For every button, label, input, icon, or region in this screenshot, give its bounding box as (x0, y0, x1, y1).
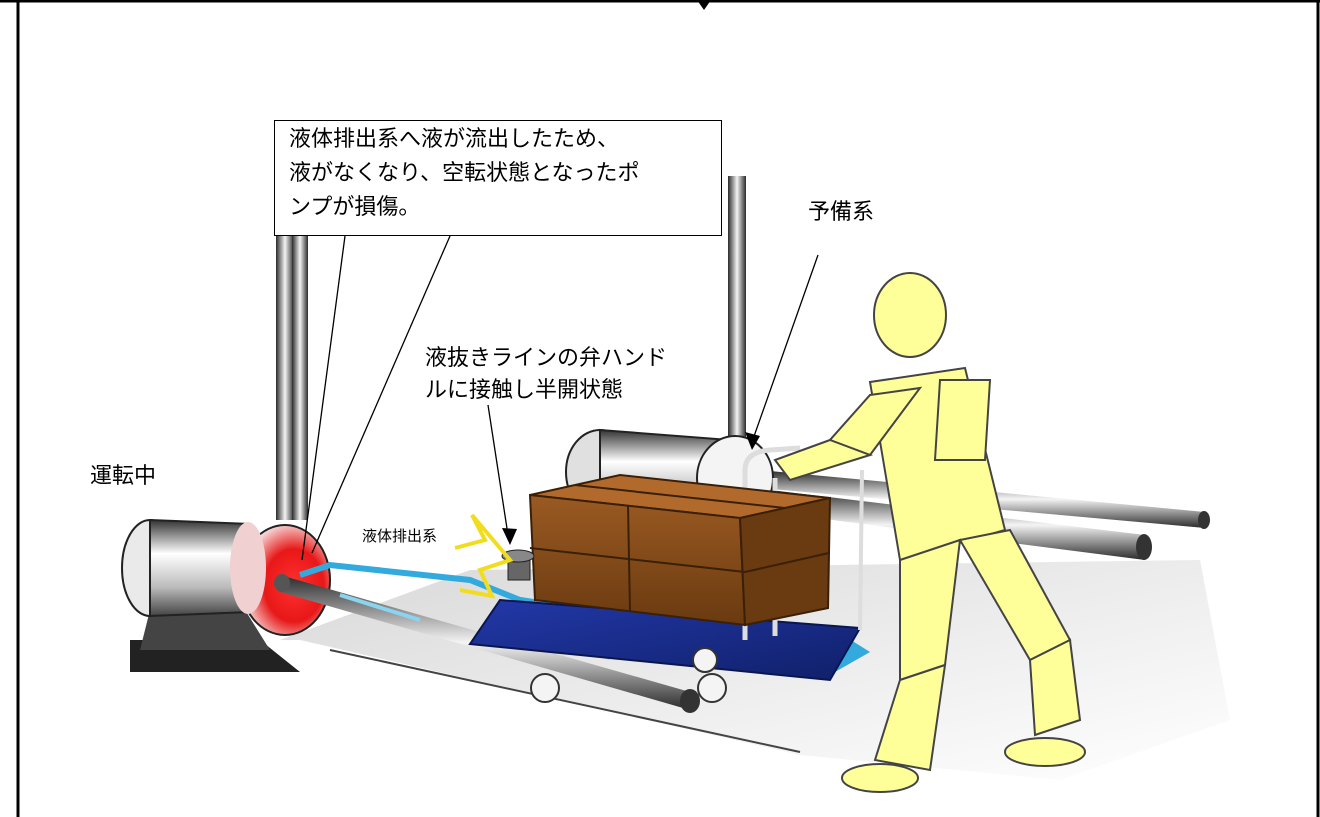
floor-edge (329, 649, 801, 753)
callout-line-2: 液がなくなり、空転状態となったポ (289, 161, 640, 186)
callout-main: 液体排出系へ液が流出したため、 液がなくなり、空転状態となったポ ンプが損傷。 (274, 120, 722, 236)
callout-line-3: ンプが損傷。 (289, 195, 421, 220)
vertical-pipes (276, 176, 746, 520)
valve-arrowhead (502, 528, 517, 545)
label-valve-line-1: 液抜きラインの弁ハンド (425, 346, 668, 371)
top-tick (697, 0, 711, 10)
cargo-boxes (528, 473, 832, 627)
label-running: 運転中 (90, 464, 157, 489)
person-figure (773, 272, 1086, 793)
leader-lines (301, 235, 819, 561)
label-standby: 予備系 (808, 200, 875, 225)
callout-line-1: 液体排出系へ液が流出したため、 (289, 127, 620, 152)
contact-spark (454, 513, 514, 599)
standby-arrowhead (745, 432, 760, 450)
running-pump (121, 518, 331, 672)
label-valve-line-2: ルに接触し半開状態 (425, 378, 624, 403)
label-drain: 液体排出系 (362, 527, 438, 545)
